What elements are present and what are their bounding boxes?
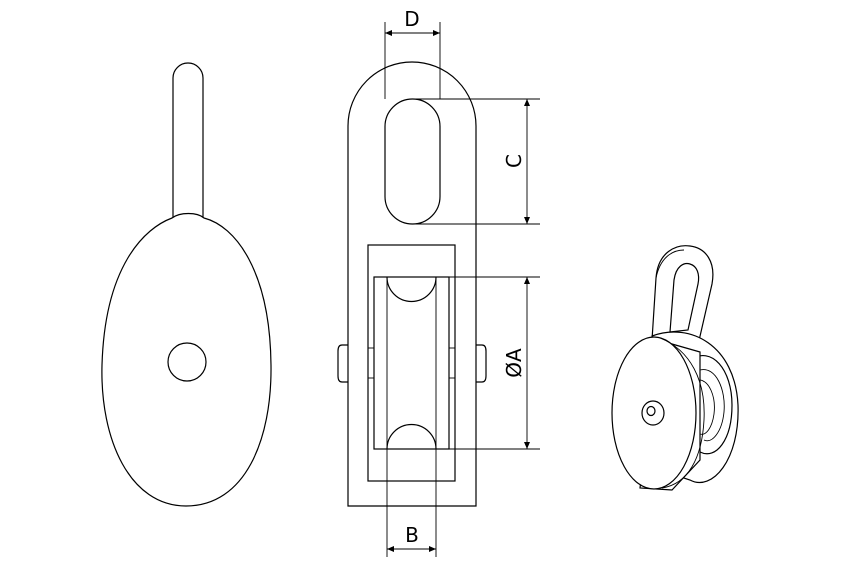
groove-bottom: [386, 423, 437, 450]
side-view: [101, 62, 272, 507]
sheave-body: [373, 276, 450, 450]
dim-b-arrow-left: [387, 546, 394, 552]
dim-c-arrow-bottom: [524, 217, 530, 224]
dim-b-label: B: [405, 523, 419, 547]
iso-disc-rim: [659, 337, 705, 489]
dim-a-label: ØA: [502, 348, 526, 378]
eye-slot: [384, 98, 441, 225]
axle-stub-right: [476, 344, 487, 383]
groove-top: [386, 276, 437, 303]
dim-d-arrow-left: [385, 30, 392, 36]
iso-eye-side: [655, 249, 685, 279]
iso-eye-hole: [669, 262, 700, 333]
iso-axle-inner: [646, 405, 656, 417]
dim-b-arrow-right: [429, 546, 436, 552]
dim-d-arrow-right: [433, 30, 440, 36]
frame-outline: [347, 61, 477, 507]
axle-stub-left: [337, 344, 348, 383]
iso-sheave-groove: [699, 369, 725, 442]
iso-sheave-inner: [695, 379, 715, 435]
dim-a-arrow-top: [524, 277, 530, 284]
frame-window: [367, 244, 456, 482]
dimension-lines: D C ØA B: [384, 7, 540, 557]
front-view: [337, 61, 487, 507]
dim-c-label: C: [502, 154, 526, 168]
dim-c-arrow-top: [524, 99, 530, 106]
side-view-axle-hole: [167, 342, 207, 382]
dim-a-arrow-bottom: [524, 442, 530, 449]
dim-d-label: D: [404, 7, 419, 31]
isometric-view: [611, 245, 739, 491]
side-view-stem: [172, 62, 204, 219]
